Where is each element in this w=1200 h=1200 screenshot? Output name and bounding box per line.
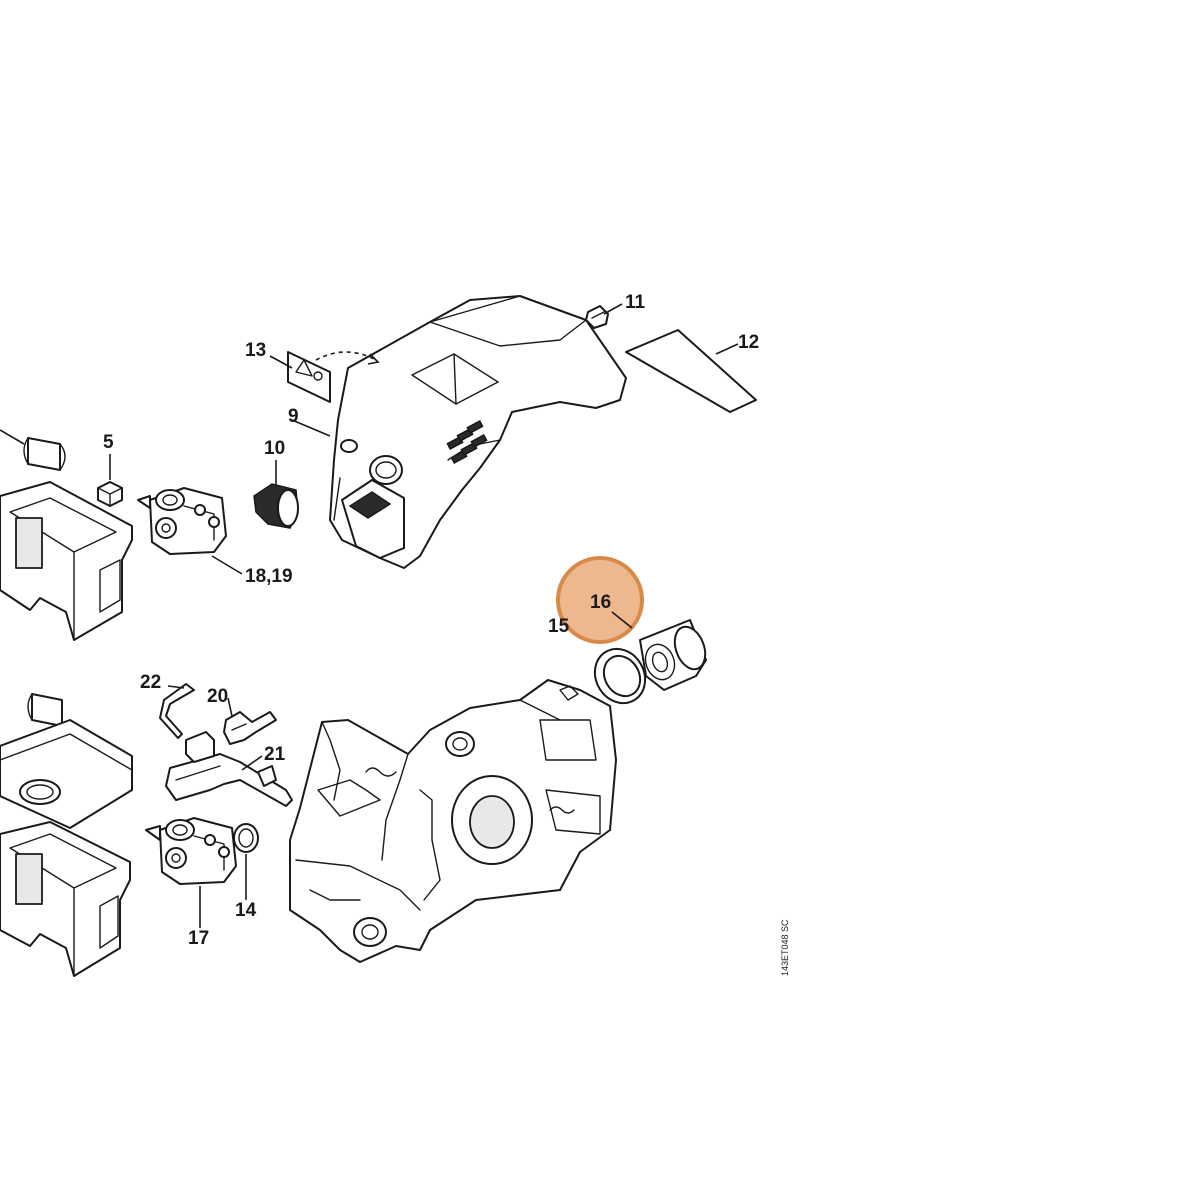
callout-17[interactable]: 17 (188, 928, 209, 949)
callout-11[interactable]: 11 (625, 292, 646, 313)
clip-part-lower-left (27, 693, 63, 727)
filter-plate-left (0, 719, 133, 829)
drawing-code: 143ET048 SC (780, 919, 790, 976)
callout-9[interactable]: 9 (288, 406, 299, 427)
callout-14[interactable]: 14 (235, 900, 257, 921)
ring-part-15[interactable] (585, 640, 655, 712)
lever-part-20[interactable] (223, 711, 277, 745)
callout-10[interactable]: 10 (264, 438, 285, 459)
warning-label-part-13[interactable] (287, 351, 380, 403)
callout-15[interactable]: 15 (548, 616, 570, 637)
carburetor-part-17[interactable] (145, 817, 237, 885)
leader-lines (0, 303, 739, 928)
callout-16[interactable]: 16 (590, 592, 611, 613)
callout-18-19[interactable]: 18,19 (245, 566, 293, 587)
knob-part-10[interactable] (253, 483, 299, 529)
air-box-upper-left (0, 481, 133, 641)
callout-21[interactable]: 21 (264, 744, 286, 765)
callout-12[interactable]: 12 (738, 332, 759, 353)
callout-5[interactable]: 5 (103, 432, 114, 453)
shroud-cover-part-9[interactable] (329, 295, 627, 569)
callout-20[interactable]: 20 (207, 686, 228, 707)
clip-part-upper-left[interactable] (23, 437, 66, 471)
manifold-part-16[interactable] (639, 619, 711, 691)
plug-part-11[interactable] (585, 305, 609, 329)
rod-part-22[interactable] (159, 683, 195, 739)
callout-labels: 11 12 13 9 10 5 18,19 15 16 22 20 21 14 … (103, 292, 759, 949)
carburetor-part-18-19[interactable] (137, 487, 227, 555)
crankcase-housing (289, 679, 617, 963)
cube-part-5[interactable] (97, 481, 123, 507)
highlight-circle (556, 556, 644, 644)
callout-13[interactable]: 13 (245, 340, 266, 361)
circlip-part-14[interactable] (233, 823, 259, 853)
shaft-part-21[interactable] (165, 731, 293, 807)
callout-22[interactable]: 22 (140, 672, 161, 693)
decal-part-12[interactable] (625, 329, 757, 413)
air-box-lower-left (0, 821, 131, 977)
